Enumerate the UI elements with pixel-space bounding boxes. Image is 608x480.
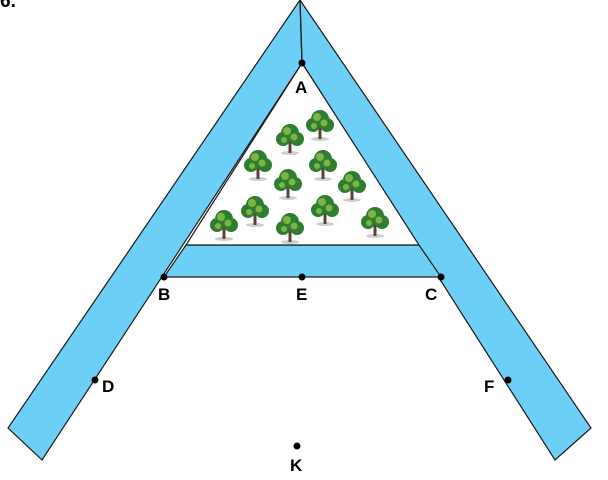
label-a: A — [295, 78, 307, 97]
tree-icon — [361, 207, 389, 238]
tree-icon — [274, 169, 302, 200]
point-a — [298, 59, 306, 67]
tree-icon — [244, 150, 272, 181]
tree-icon — [309, 150, 337, 181]
point-e — [298, 273, 306, 281]
center-line — [299, 0, 303, 64]
label-d: D — [102, 377, 114, 396]
road-crossbar — [162, 244, 443, 278]
figure-number: 6. — [0, 0, 16, 12]
label-c: C — [425, 285, 437, 304]
point-k — [293, 442, 301, 450]
tree-icon — [210, 210, 238, 241]
tree-icon — [311, 195, 339, 226]
tree-icon — [306, 110, 334, 141]
label-f: F — [484, 377, 494, 396]
label-e: E — [296, 285, 307, 304]
tree-icon — [241, 196, 269, 227]
point-b — [160, 273, 168, 281]
label-b: B — [158, 285, 170, 304]
tree-group — [210, 110, 389, 244]
tree-icon — [276, 213, 304, 244]
point-d — [91, 376, 99, 384]
tree-icon — [276, 124, 304, 155]
park-triangle — [184, 61, 421, 246]
point-f — [504, 376, 512, 384]
label-k: K — [290, 456, 303, 475]
point-c — [437, 273, 445, 281]
tree-icon — [338, 171, 366, 202]
